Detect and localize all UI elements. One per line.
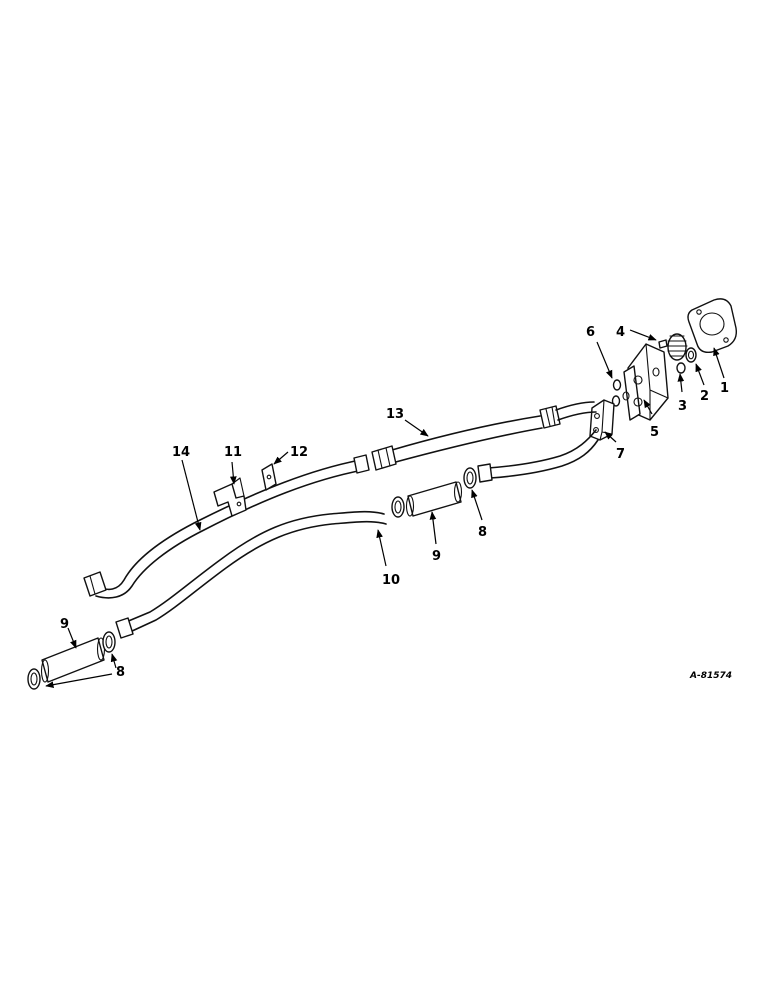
leader-2 [695, 363, 705, 386]
callout-5: 5 [650, 425, 659, 440]
callout-11: 11 [224, 445, 242, 460]
hose-sleeve-lower-part [40, 637, 106, 683]
leader-8a [471, 489, 483, 521]
callout-12: 12 [290, 445, 308, 460]
callout-14: 14 [172, 445, 190, 460]
seal-part [685, 347, 697, 363]
leader-11 [229, 461, 237, 485]
pump-body-part [622, 343, 669, 421]
leader-1 [713, 347, 725, 379]
clip-part [261, 463, 277, 491]
upper-hose-part [371, 401, 597, 471]
return-tube-part [477, 429, 599, 483]
leader-6 [596, 341, 613, 379]
o-ring-part [611, 379, 622, 407]
leader-8b-1 [45, 673, 113, 688]
leader-4 [629, 329, 657, 341]
leader-14 [181, 459, 202, 531]
leader-12 [273, 451, 289, 465]
leader-5 [643, 399, 653, 415]
callout-1: 1 [720, 381, 729, 396]
leader-10 [376, 529, 387, 567]
gear-part [666, 333, 688, 374]
callout-6: 6 [586, 325, 595, 340]
leader-8b-2 [110, 653, 118, 669]
callout-9a: 9 [432, 549, 441, 564]
key-part [658, 339, 668, 349]
callout-9b: 9 [60, 617, 69, 632]
clamp-2-part [463, 467, 477, 489]
callout-10: 10 [382, 573, 400, 588]
leader-9a [429, 511, 437, 545]
bracket-part [213, 477, 247, 517]
callout-labels: 1 2 3 4 5 6 7 8 9 10 11 12 13 14 9 8 [60, 325, 729, 680]
leader-7 [604, 431, 617, 443]
drawing-number: A-81574 [689, 671, 732, 681]
callout-7: 7 [616, 447, 625, 462]
gasket-part [687, 298, 738, 354]
callout-4: 4 [616, 325, 625, 340]
callout-3: 3 [678, 399, 687, 414]
callout-13: 13 [386, 407, 404, 422]
leader-13 [404, 419, 429, 437]
callout-8b: 8 [116, 665, 125, 680]
clamp-3-part [102, 631, 116, 653]
callout-2: 2 [700, 389, 709, 404]
callout-8a: 8 [478, 525, 487, 540]
lower-tube-part [115, 510, 387, 639]
leader-3 [677, 373, 685, 393]
clamp-1-part [391, 496, 405, 518]
leader-lines [45, 329, 725, 688]
leader-9b [67, 627, 77, 649]
hose-sleeve-upper-part [405, 481, 463, 517]
clamp-4-part [27, 668, 41, 690]
long-tube-part [83, 454, 370, 599]
